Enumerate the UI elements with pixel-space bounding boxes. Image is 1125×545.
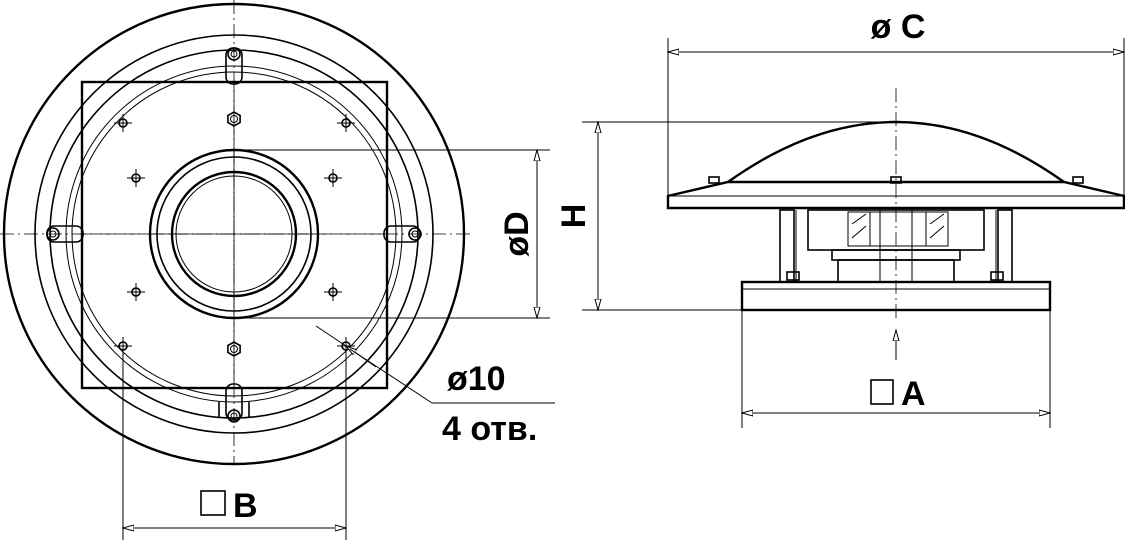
side-view: H ø C A [555,8,1125,428]
hex-nut [227,111,241,127]
hole-diameter-label: ø10 [447,360,506,398]
dimension-d: øD [234,150,550,318]
square-base-plate [80,80,389,390]
top-view: øD B ø10 4 отв. [0,0,555,540]
mounting-hole [324,283,342,301]
outer-ring [2,2,466,466]
mounting-hole [324,169,342,187]
dimension-h: H [555,122,896,310]
hex-nut [227,341,241,357]
base-plate [740,280,1052,312]
hole-callout: ø10 4 отв. [315,325,555,448]
ring-2 [34,34,434,434]
bolt-nuts [227,111,241,357]
hole-count-label: 4 отв. [442,410,537,448]
ring-4 [65,65,403,403]
dimension-c: ø C [668,8,1124,196]
dimension-b: B [123,346,346,540]
dim-a-label: A [901,375,926,413]
mounting-hole [127,169,145,187]
dim-b-label: B [233,487,258,525]
mounting-hole [127,283,145,301]
ring-5 [71,71,397,397]
square-symbol-b [200,490,226,516]
mounting-hole [114,114,132,132]
dimension-a: A [742,310,1050,428]
dim-h-label: H [555,204,593,229]
dim-c-label: ø C [871,8,926,46]
motor-frame [779,209,1013,283]
square-symbol-a [870,379,894,405]
dim-d-label: øD [498,211,536,256]
mounting-hole [337,114,355,132]
